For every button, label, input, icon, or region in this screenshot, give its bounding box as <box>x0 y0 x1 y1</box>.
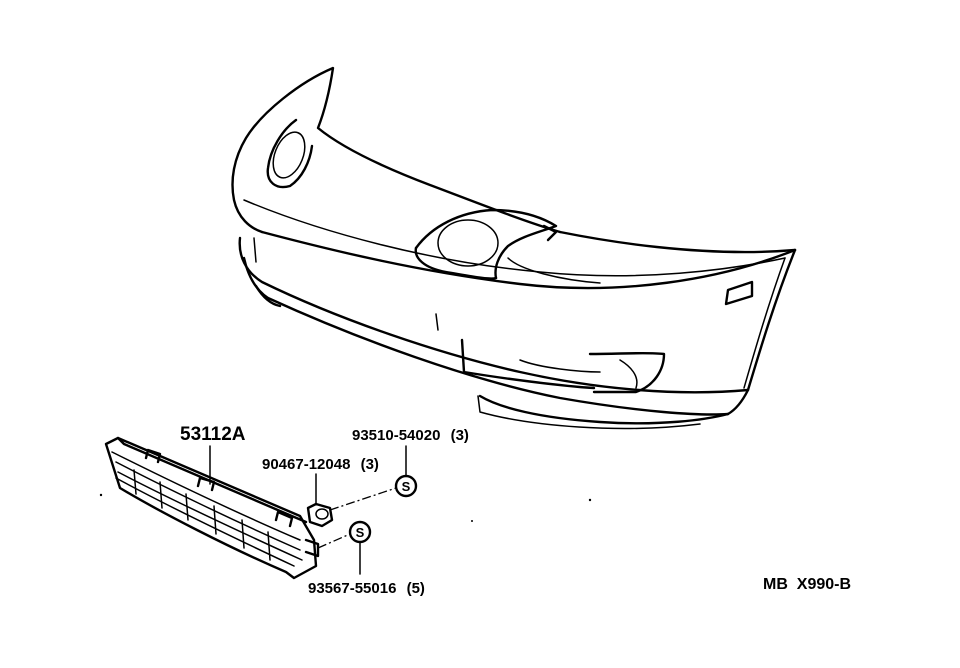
retainer-clip <box>306 502 334 528</box>
figure-code: MB X990-B <box>763 576 851 593</box>
screw-lower-part-number: 93567-55016 <box>308 580 396 597</box>
screw-lower-part-number-label: 93567-55016 (5) <box>308 580 425 597</box>
leader-lines <box>209 445 407 575</box>
screw-upper-part-number-label: 93510-54020 (3) <box>352 427 469 444</box>
grille-part-number: 53112A <box>180 424 246 445</box>
clip-quantity: (3) <box>361 456 379 473</box>
screw-upper-symbol-letter: S <box>402 479 411 494</box>
screw-upper-symbol: S <box>394 474 418 498</box>
screw-upper-part-number: 93510-54020 <box>352 427 440 444</box>
front-bumper-cover <box>231 66 797 430</box>
screw-upper-quantity: (3) <box>451 427 469 444</box>
clip-part-number: 90467-12048 <box>262 456 350 473</box>
screw-lower-symbol-letter: S <box>356 525 365 540</box>
clip-part-number-label: 90467-12048 (3) <box>262 456 379 473</box>
scan-specks <box>99 493 592 522</box>
screw-lower-quantity: (5) <box>407 580 425 597</box>
screw-lower-symbol: S <box>348 520 372 544</box>
lower-grille <box>104 436 320 580</box>
